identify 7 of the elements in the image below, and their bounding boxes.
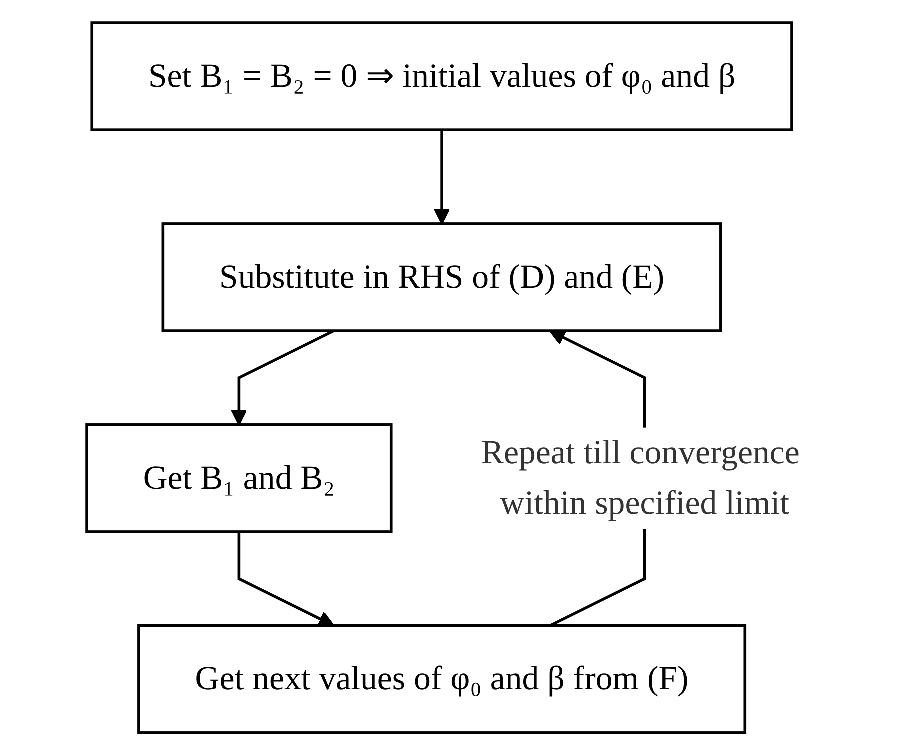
- arrow: [238, 532, 335, 627]
- arrow: [434, 130, 450, 225]
- node-box: Substitute in RHS of (D) and (E): [162, 222, 722, 332]
- node-box: Get B₁ and B₂: [86, 424, 393, 534]
- edge-label: Repeat till convergence within specified limit: [482, 433, 800, 522]
- node-box: Get next values of φ₀ and β from (F): [138, 624, 747, 734]
- node-box: Set B₁ = B₂ = 0 ⇒ initial values of φ₀ and β: [90, 22, 794, 132]
